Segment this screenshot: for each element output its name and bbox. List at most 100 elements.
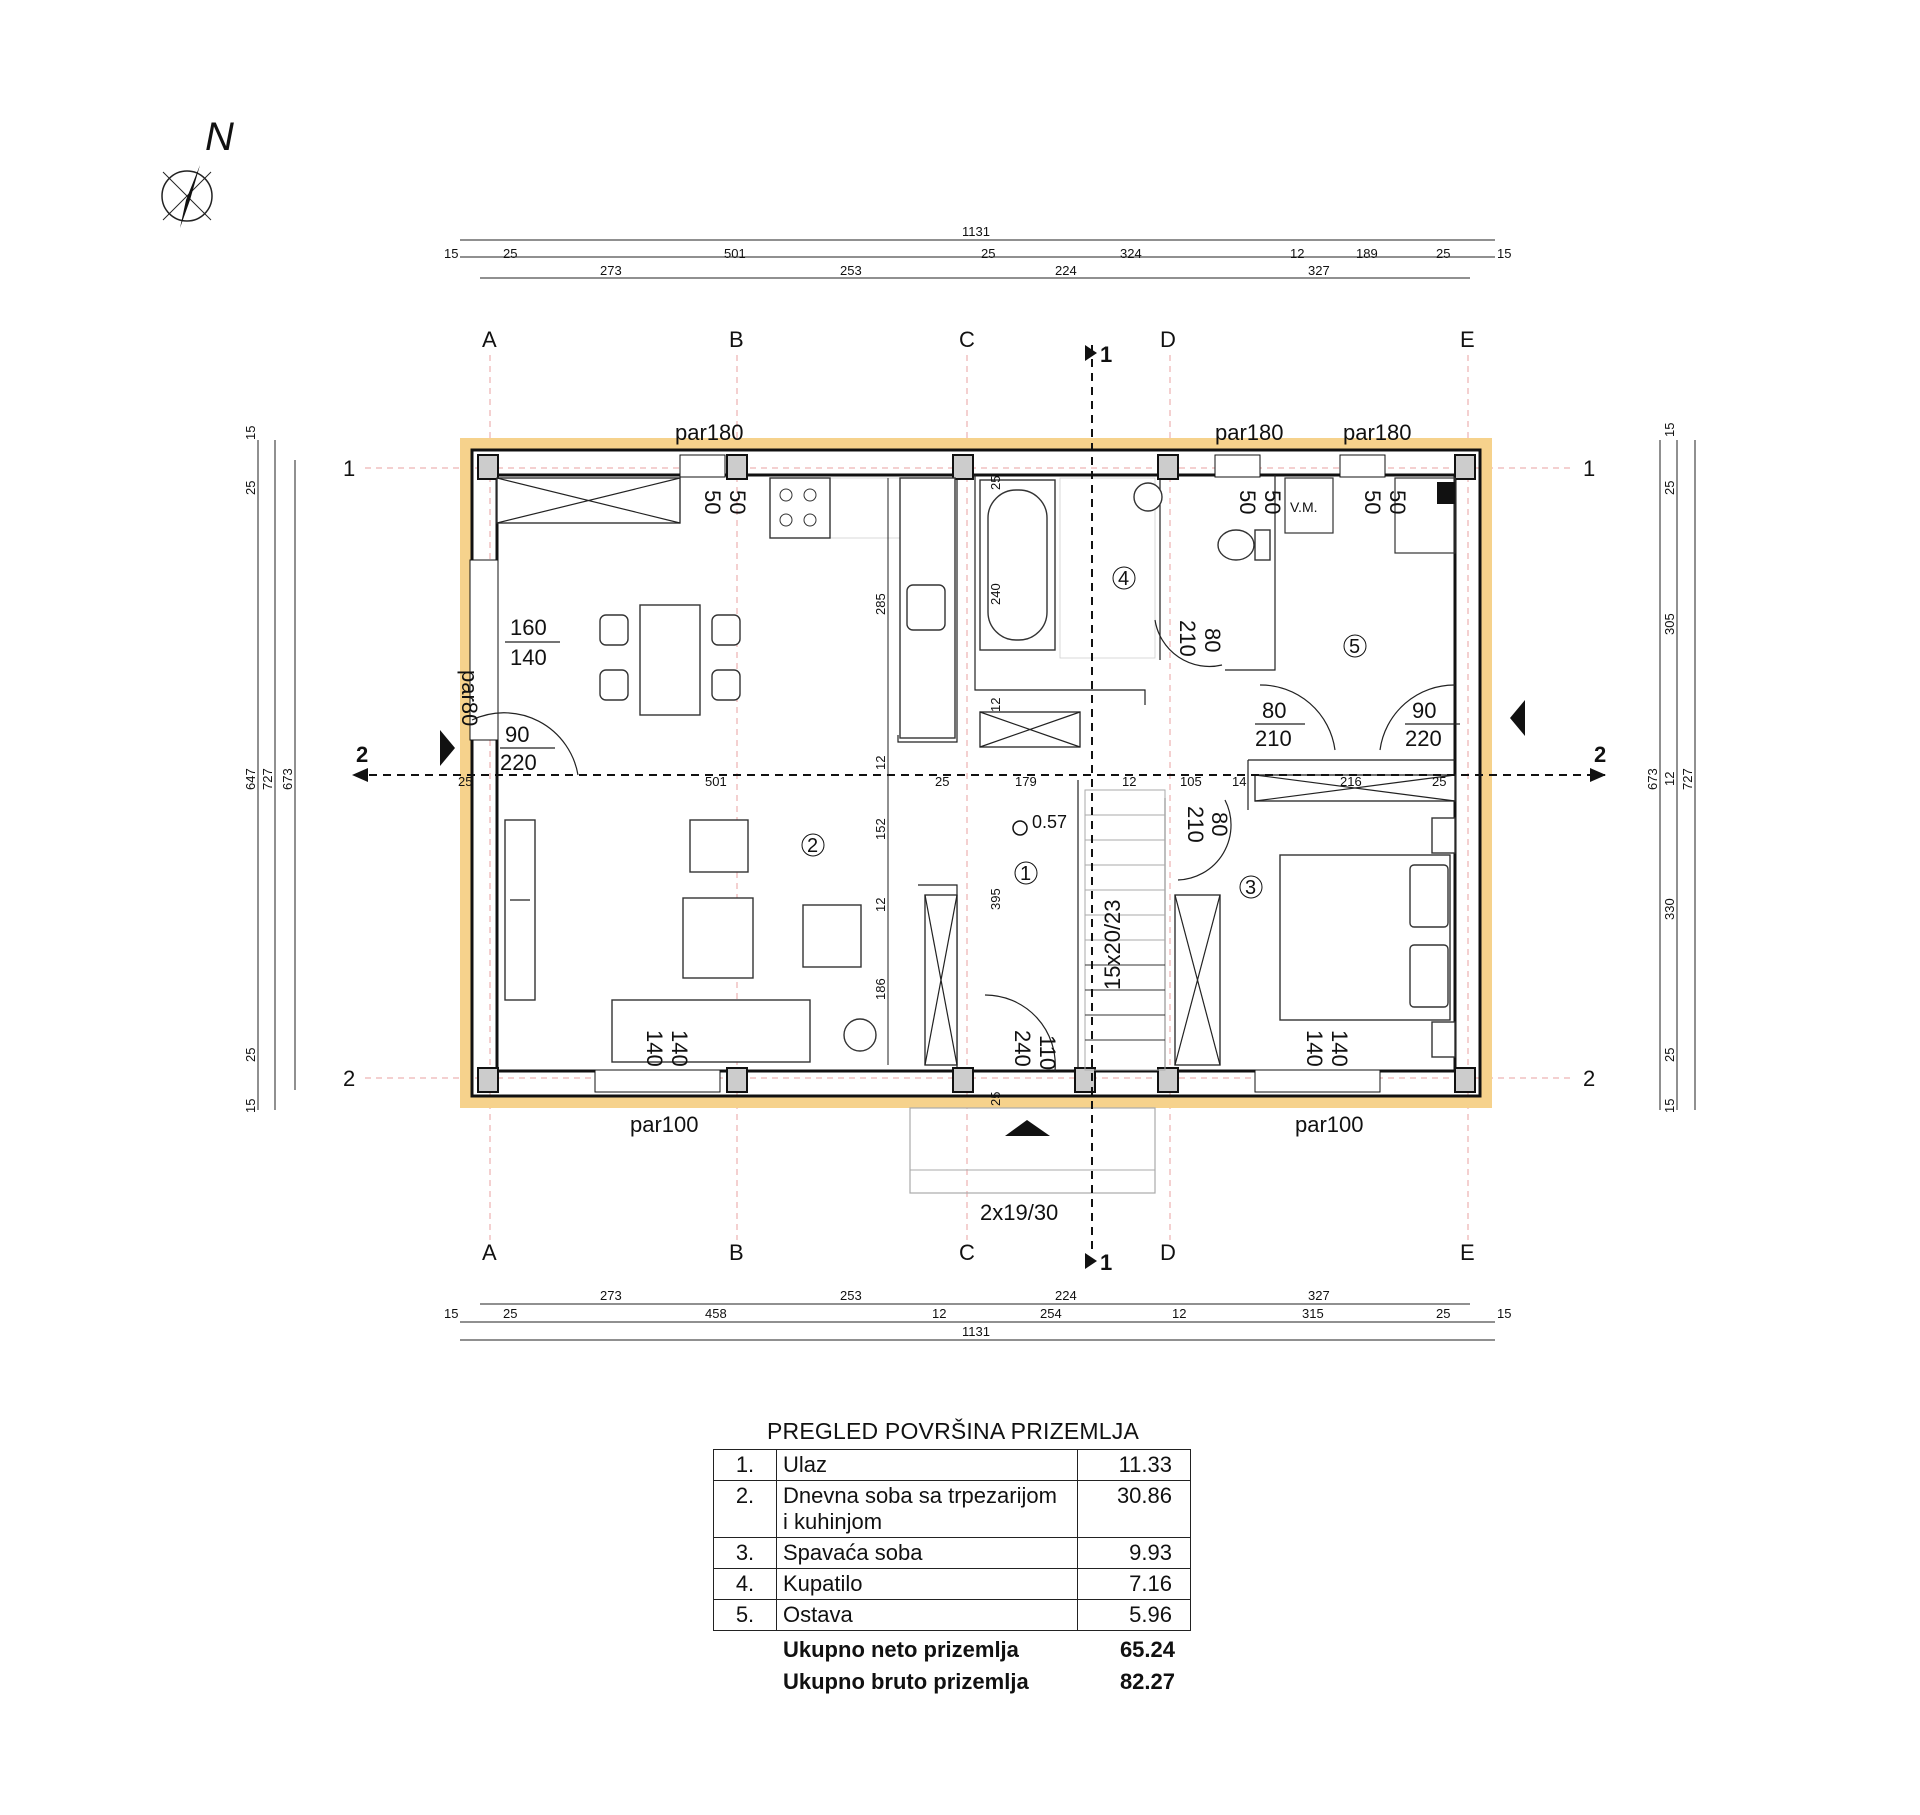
bath-door-w: 80 [1200,628,1225,652]
dim-bath-25: 25 [988,476,1003,490]
window-left-label: par80 [457,670,482,726]
dim-row-179: 179 [1015,774,1037,789]
left-15-bot: 15 [243,1099,258,1113]
bathtub [979,477,1271,659]
right-dimensions: 15 25 305 12 330 25 15 673 727 [1645,423,1696,1113]
room-numbers: 1 2 3 4 5 [801,566,1367,899]
bath-window-w: 50 [1235,490,1260,514]
left-673: 673 [280,768,295,790]
door-swings [471,619,1456,1072]
dim-entry-395: 395 [988,888,1003,910]
grid-1-left: 1 [343,456,355,481]
top-d-273: 273 [600,263,622,278]
grid-1-right: 1 [1583,456,1595,481]
row-number: 5. [713,1599,777,1631]
top-d-501: 501 [724,246,746,261]
total-net-label: Ukupno neto prizemlja [783,1637,1019,1662]
dim-row-25b: 25 [935,774,949,789]
compass-circle [161,170,213,222]
table-row: 3. Spavaća soba 9.93 [713,1537,1191,1569]
wc-door-w: 80 [1262,698,1286,723]
top-d-189: 189 [1356,246,1378,261]
top-overall: 1131 [962,224,990,239]
grid-a-bottom: A [482,1240,497,1265]
dim-row-25a: 25 [458,774,472,789]
total-gross-label: Ukupno bruto prizemlja [783,1669,1029,1694]
double-bed [1279,817,1456,1058]
right-673: 673 [1645,768,1660,790]
row-name: Kupatilo [776,1568,1078,1600]
right-25-bot: 25 [1662,1048,1677,1062]
total-net-row: Ukupno neto prizemlja 65.24 [713,1637,1193,1663]
dining-door-h: 220 [500,750,537,775]
dim-row-216: 216 [1340,774,1362,789]
dim-kitchen-12: 12 [988,698,1003,712]
storage-window-h: 50 [1385,490,1410,514]
vm-label: V.M. [1290,499,1318,515]
grid-c-bottom: C [959,1240,975,1265]
right-727: 727 [1680,768,1695,790]
bath-door-h: 210 [1175,620,1200,657]
bot-d-458: 458 [705,1306,727,1321]
entry-door-h: 240 [1010,1030,1035,1067]
top-d-25c: 25 [1436,246,1450,261]
room-2-number: 2 [807,835,818,857]
right-330: 330 [1662,898,1677,920]
opening-sizes: 50 50 50 50 50 50 160 140 90 220 80 210 … [500,490,1460,1070]
row-name: Ulaz [776,1449,1078,1481]
entry-arrow [1005,1120,1050,1136]
window-top-left-label: par180 [675,420,744,445]
row-value: 30.86 [1077,1480,1191,1538]
entry-steps-label: 2x19/30 [980,1200,1058,1225]
grid-c-top: C [959,327,975,352]
exterior-walls [470,448,1482,1098]
dining-table [599,604,741,716]
row-name: Dnevna soba sa trpezarijom i kuhinjom [776,1480,1078,1538]
window-openings [469,454,1386,1093]
area-table-grid: 1. Ulaz 11.33 2. Dnevna soba sa trpezari… [713,1449,1191,1631]
kitchen [769,477,956,739]
total-gross-value: 82.27 [1119,1669,1175,1694]
top-d-253: 253 [840,263,862,278]
grid-labels-top: A B C D E [482,327,1475,352]
row-name: Ostava [776,1599,1078,1631]
grid-2-left: 2 [343,1066,355,1091]
bottom-dimensions: 273 253 224 327 15 25 458 12 254 12 315 … [444,1288,1511,1341]
section-1-bottom: 1 [1100,1250,1112,1275]
top-d-25b: 25 [981,246,995,261]
compass-needle [180,165,200,228]
room-3-number: 3 [1245,877,1256,899]
dining-door-w: 90 [505,722,529,747]
grid-b-bottom: B [729,1240,744,1265]
bedroom-window-h: 140 [1302,1030,1327,1067]
dim-row-14: 14 [1232,774,1246,789]
grid-labels-rows: 1 2 1 2 [343,456,1595,1091]
top-d-327: 327 [1308,263,1330,278]
top-d-324: 324 [1120,246,1142,261]
top-d-224: 224 [1055,263,1077,278]
section-2-left: 2 [356,742,368,767]
storage-door-w: 90 [1412,698,1436,723]
storage-shelf: V.M. [1284,477,1456,554]
living-furniture [504,819,877,1063]
left-15-top: 15 [243,426,258,440]
section-marker-left [352,768,368,782]
row-value: 11.33 [1077,1449,1191,1481]
storage-window-w: 50 [1360,490,1385,514]
arrow-right-facade [1510,700,1525,736]
grid-d-bottom: D [1160,1240,1176,1265]
top-dimensions: 1131 15 25 501 25 324 12 189 25 15 273 2… [444,224,1511,279]
row-name: Spavaća soba [776,1537,1078,1569]
top-d-25a: 25 [503,246,517,261]
row-value: 7.16 [1077,1568,1191,1600]
dim-living-186: 186 [873,978,888,1000]
bot-d-273: 273 [600,1288,622,1303]
section-1-top: 1 [1100,342,1112,367]
annotations: 0.57 15x20/23 2x19/30 [980,812,1125,1225]
left-727: 727 [260,768,275,790]
section-lines: 1 1 2 2 [352,342,1606,1275]
bot-overall: 1131 [962,1324,990,1339]
left-dimensions: 15 25 25 15 647 727 673 [243,426,296,1113]
dim-row-105: 105 [1180,774,1202,789]
